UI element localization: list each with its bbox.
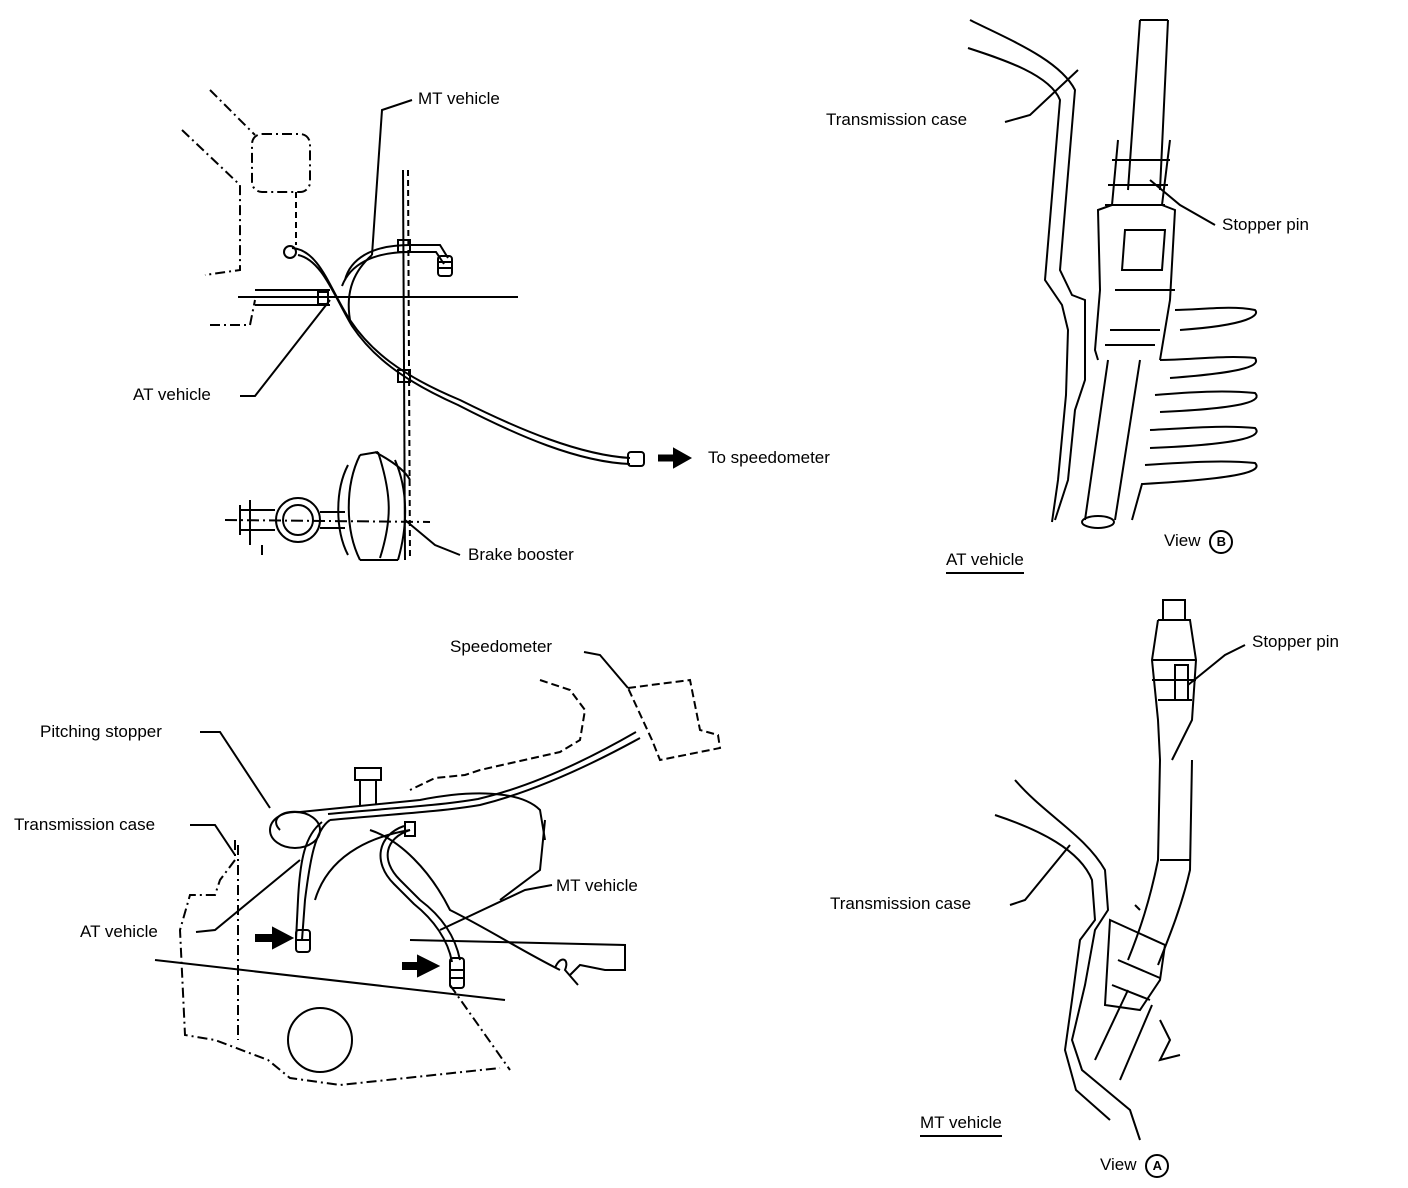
top-right-view-b xyxy=(968,20,1257,528)
label-brake-booster: Brake booster xyxy=(468,545,574,564)
label-mt-vehicle-bottom: MT vehicle xyxy=(556,876,638,895)
label-to-speedometer: To speedometer xyxy=(708,448,830,467)
label-transmission-case-bl: Transmission case xyxy=(14,815,156,834)
view-b-letter: B xyxy=(1209,530,1234,554)
top-left-routing-view xyxy=(182,90,690,560)
label-stopper-pin-a: Stopper pin xyxy=(1252,632,1339,651)
label-speedometer: Speedometer xyxy=(450,637,553,656)
label-at-vehicle-top: AT vehicle xyxy=(133,385,211,404)
view-b-caption: View B xyxy=(1164,530,1234,554)
caption-mt-vehicle: MT vehicle xyxy=(920,1113,1002,1137)
label-transmission-case-a: Transmission case xyxy=(830,894,972,913)
label-pitching-stopper: Pitching stopper xyxy=(40,722,162,741)
label-mt-vehicle-top: MT vehicle xyxy=(418,89,500,108)
label-at-vehicle-bottom: AT vehicle xyxy=(80,922,158,941)
bottom-left-engine-view xyxy=(155,652,720,1085)
view-b-prefix: View xyxy=(1164,531,1201,550)
caption-at-vehicle: AT vehicle xyxy=(946,550,1024,574)
view-a-caption: View A xyxy=(1100,1154,1170,1178)
view-a-letter: A xyxy=(1145,1154,1170,1178)
label-stopper-pin-b: Stopper pin xyxy=(1222,215,1309,234)
view-a-prefix: View xyxy=(1100,1155,1137,1174)
label-transmission-case-b: Transmission case xyxy=(826,110,968,129)
bottom-right-view-a xyxy=(995,600,1245,1140)
